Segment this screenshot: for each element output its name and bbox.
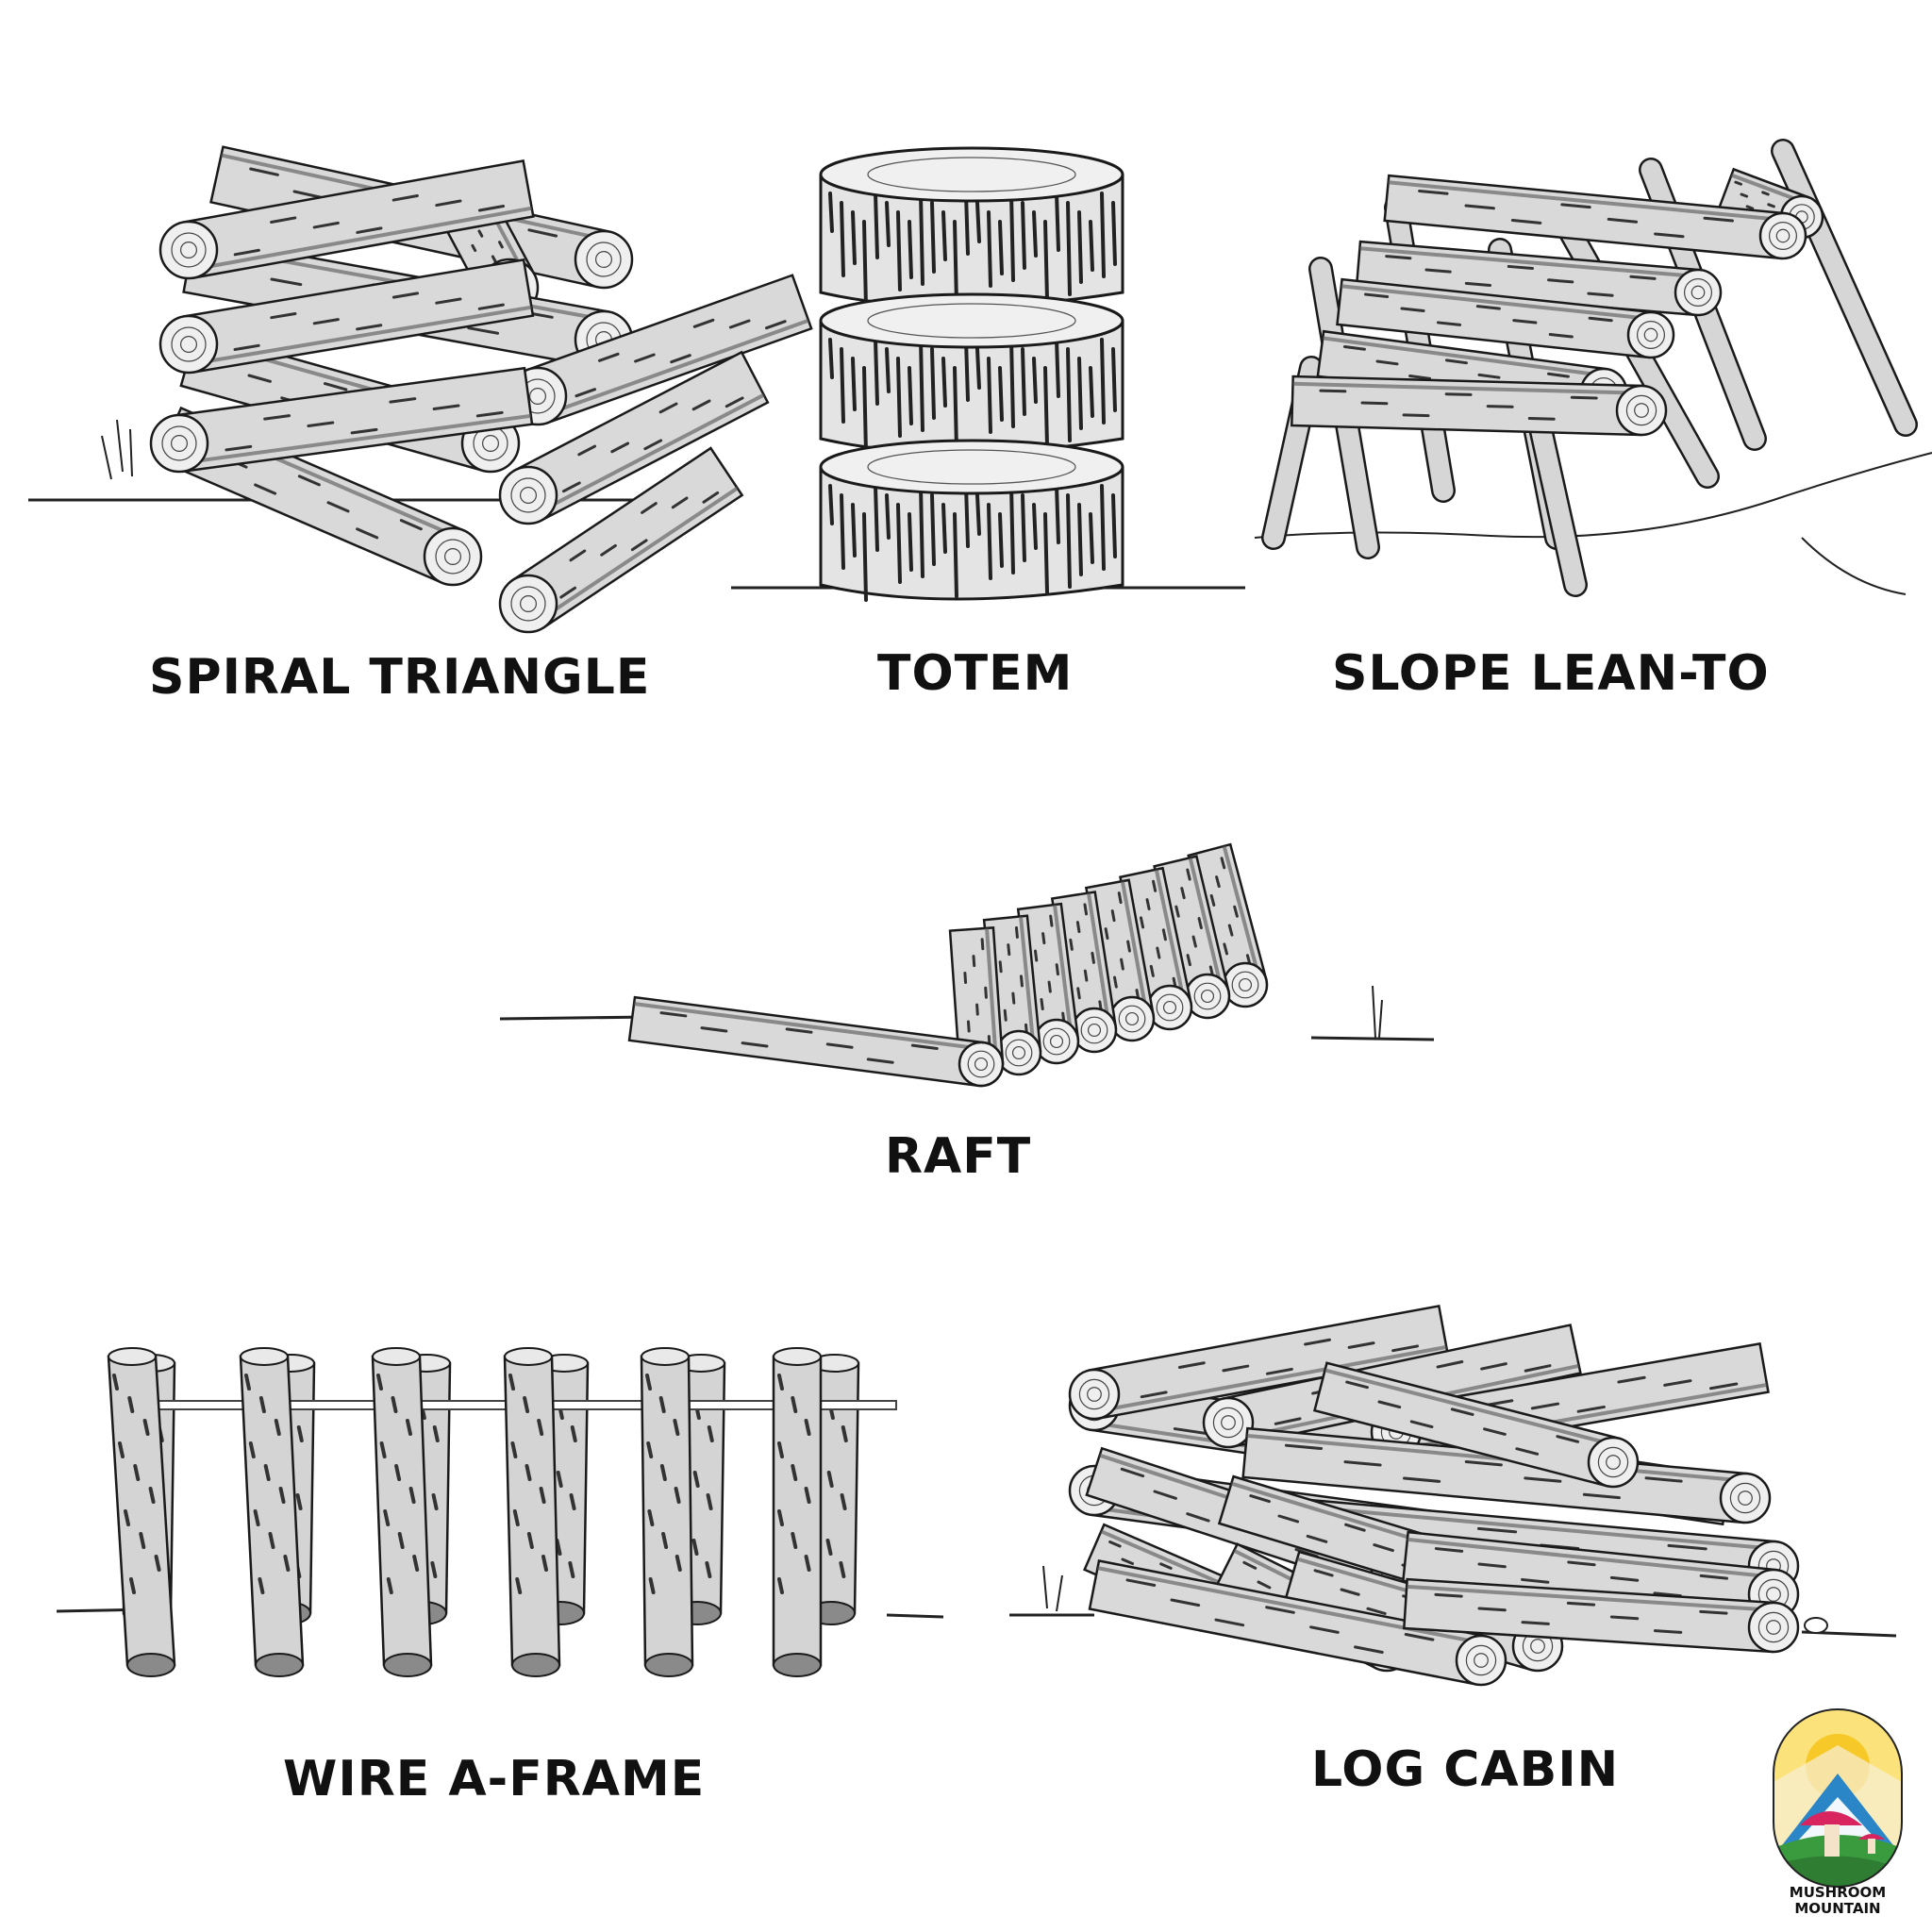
wire-a-frame-label: WIRE A-FRAME [283, 1751, 706, 1807]
cabin-log [1403, 1577, 1800, 1654]
wire-a-frame-drawing [56, 1347, 944, 1677]
totem-drawing [731, 146, 1245, 602]
a-frame-log [239, 1347, 305, 1677]
wire-a-frame-illustration [38, 1330, 944, 1707]
lean-to-log [1383, 174, 1807, 260]
raft-log [1119, 866, 1193, 1031]
spiral-log [149, 366, 534, 474]
logo-line-2: MOUNTAIN [1794, 1900, 1881, 1917]
cabin-log [1088, 1559, 1507, 1687]
totem-round [819, 439, 1124, 602]
log-cabin-illustration [1009, 1283, 1897, 1707]
totem-label: TOTEM [877, 645, 1074, 702]
totem-round [819, 292, 1124, 456]
spiral-log [158, 258, 535, 375]
cabin-log [1312, 1361, 1640, 1489]
spiral-log [498, 350, 770, 525]
mushroom-logo-icon [1773, 1708, 1903, 1888]
a-frame-log [772, 1347, 823, 1677]
lean-to-support [1771, 139, 1918, 437]
totem-round [819, 146, 1124, 309]
logo-wordmark: MUSHROOM MOUNTAIN [1757, 1885, 1919, 1917]
raft-log [627, 995, 1005, 1088]
mushroom-mountain-logo [1772, 1707, 1904, 1915]
lean-to-log [1291, 375, 1668, 437]
a-frame-log [503, 1347, 561, 1677]
raft-log [1084, 878, 1156, 1042]
a-frame-log [371, 1347, 433, 1677]
spiral-triangle-label: SPIRAL TRIANGLE [149, 649, 651, 706]
a-frame-log [640, 1347, 694, 1677]
totem-illustration [717, 132, 1245, 623]
slope-lean-to-drawing [1254, 139, 1932, 597]
a-frame-log [107, 1347, 176, 1677]
raft-illustration [491, 842, 1453, 1123]
slope-lean-to-illustration [1245, 139, 1932, 632]
spiral-log [508, 274, 813, 426]
lean-to-log [1336, 277, 1675, 359]
log-cabin-label: LOG CABIN [1311, 1741, 1620, 1798]
spiral-log [498, 446, 744, 634]
slope-lean-to-label: SLOPE LEAN-TO [1332, 645, 1770, 702]
raft-log [1187, 842, 1269, 1008]
spiral-log [158, 159, 535, 280]
raft-drawing [499, 842, 1435, 1088]
log-cabin-drawing [1009, 1304, 1897, 1687]
cabin-log [1068, 1304, 1450, 1421]
spiral-triangle-illustration [0, 0, 813, 660]
raft-label: RAFT [885, 1128, 1032, 1185]
spiral-triangle-drawing [28, 145, 813, 634]
logo-line-1: MUSHROOM [1789, 1884, 1887, 1901]
